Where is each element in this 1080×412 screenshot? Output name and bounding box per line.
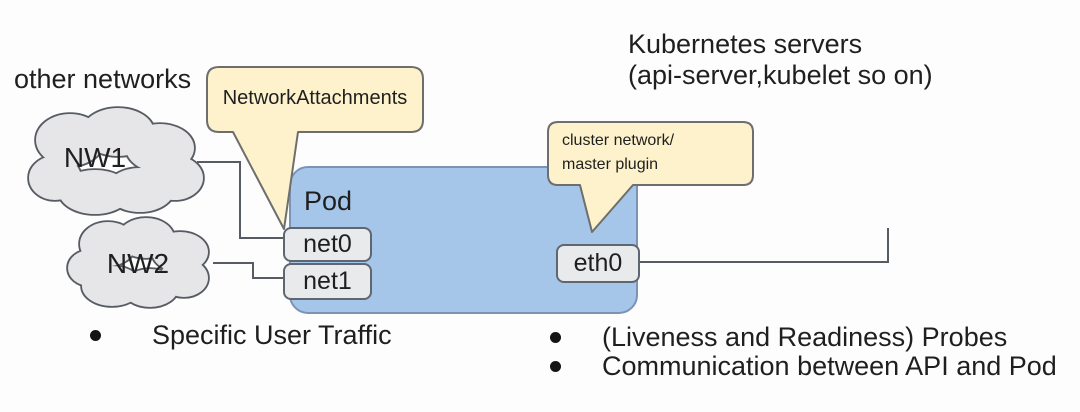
bullet-dot: [90, 330, 101, 341]
callout-network-attachments-shape: [206, 66, 424, 230]
connector-nw2-net1: [213, 262, 283, 279]
bullet-text: Communication between API and Pod: [602, 351, 1057, 381]
cloud-nw2-label: NW2: [106, 248, 170, 279]
callout-cluster-network-text: cluster network/ master plugin: [562, 129, 674, 177]
kubernetes-servers-label: Kubernetes servers (api-server,kubelet s…: [628, 29, 933, 91]
connector-eth0-servers: [636, 228, 889, 263]
kubernetes-servers-line2: (api-server,kubelet so on): [628, 60, 933, 90]
callout-network-attachments-text: NetworkAttachments: [222, 87, 408, 109]
bullet-text: Specific User Traffic: [152, 320, 392, 350]
kubernetes-servers-line1: Kubernetes servers: [628, 29, 863, 59]
interface-net0: net0: [283, 227, 372, 262]
bullet-dot: [550, 332, 561, 343]
interface-net1: net1: [283, 263, 372, 300]
callout-cluster-network-line2: master plugin: [562, 156, 659, 173]
callout-cluster-network-line1: cluster network/: [562, 132, 675, 149]
other-networks-label: other networks: [14, 64, 192, 94]
bullet-specific-user-traffic: Specific User Traffic: [90, 320, 392, 351]
bullet-text: (Liveness and Readiness) Probes: [602, 322, 1008, 352]
callout-cluster-network-shape: [547, 121, 754, 233]
bullet-communication: Communication between API and Pod: [550, 351, 1057, 382]
pod-label: Pod: [304, 186, 353, 216]
interface-eth0: eth0: [556, 244, 640, 283]
bullet-probes: (Liveness and Readiness) Probes: [550, 322, 1007, 353]
connector-nw1-net0: [197, 161, 283, 239]
bullet-dot: [550, 361, 561, 372]
cloud-nw1-label: NW1: [63, 142, 127, 173]
